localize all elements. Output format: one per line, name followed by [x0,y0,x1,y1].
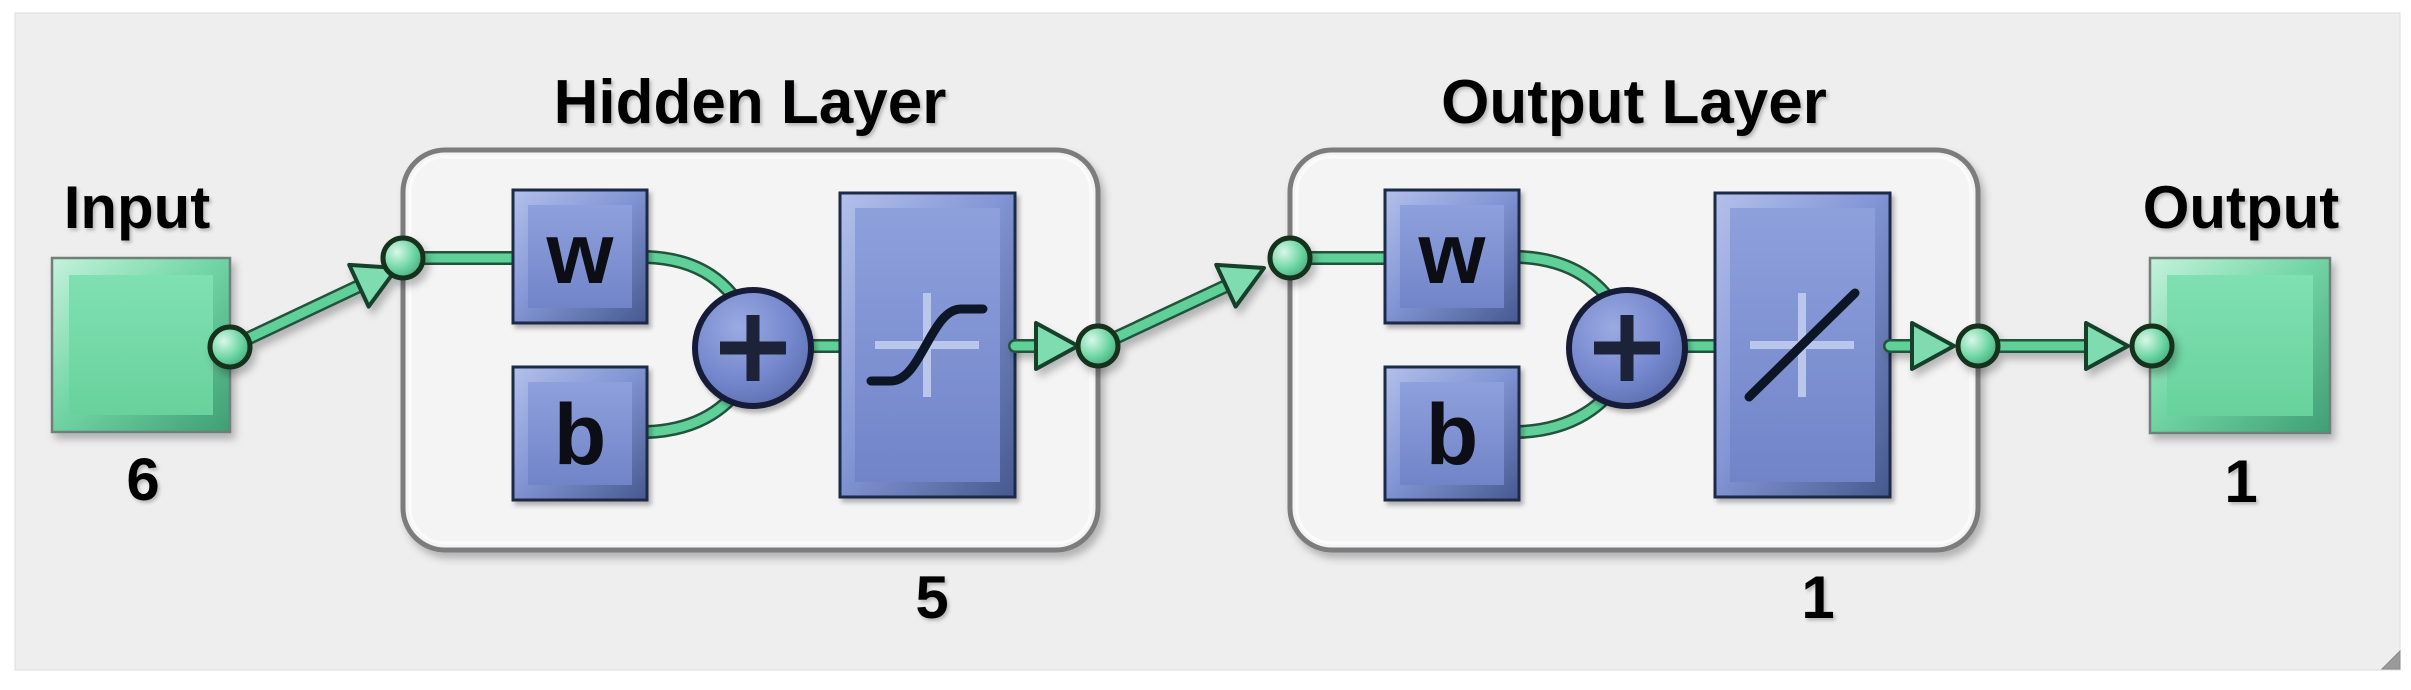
input-block [50,256,232,434]
weight-block: w [511,188,649,325]
transfer-block [1713,191,1892,499]
output-layer-size-label: 1 [1801,564,1834,631]
hidden-layer-group: w b [396,147,1101,553]
connection-dot-icon [383,238,423,278]
connection-hidden-to-output [1091,245,1276,353]
bias-block: b [1383,365,1521,502]
resize-grip[interactable] [2380,649,2401,670]
weight-label: w [546,206,615,302]
output-layer-title: Output Layer [1441,68,1827,137]
connection-input-to-hidden [223,245,409,354]
transfer-block [838,191,1017,499]
connection-dot-icon [1958,326,1998,366]
output-label: Output [2143,174,2340,241]
bias-block: b [511,365,649,502]
bias-label: b [554,387,607,483]
tansig-sigmoid-icon [866,304,988,386]
hidden-layer-title: Hidden Layer [554,68,947,137]
output-layer-group: w b [1283,147,1981,553]
weight-label: w [1418,206,1487,302]
connection-dot-icon [2132,326,2172,366]
sum-circle [1566,287,1688,409]
connection-output-exit [1883,321,1956,371]
hidden-layer-size-label: 5 [915,564,948,631]
connection-hidden-exit [1008,321,1080,371]
connection-dot-icon [1078,326,1118,366]
input-label: Input [64,174,211,241]
output-block [2148,256,2332,435]
plus-icon [1594,315,1660,381]
bias-label: b [1426,387,1479,483]
connections-overlay [210,238,2172,371]
sum-circle [692,287,814,409]
weight-block: w [1383,188,1521,325]
connection-dot-icon [1270,238,1310,278]
output-size-label: 1 [2224,448,2257,515]
input-size-label: 6 [126,446,159,513]
purelin-linear-icon [1744,288,1860,402]
plus-icon [720,315,786,381]
connection-dot-icon [210,327,250,367]
